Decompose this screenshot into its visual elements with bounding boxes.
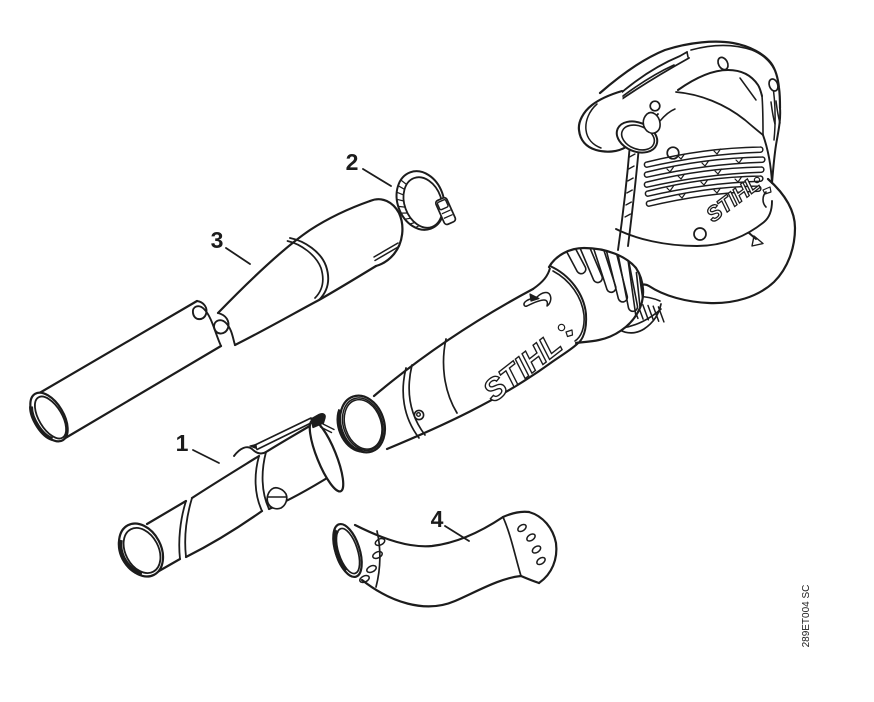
svg-text:1: 1 [176, 430, 189, 456]
svg-text:2: 2 [346, 149, 359, 175]
svg-text:289ET004 SC: 289ET004 SC [801, 585, 812, 648]
svg-text:4: 4 [431, 506, 444, 532]
svg-text:3: 3 [211, 227, 224, 253]
